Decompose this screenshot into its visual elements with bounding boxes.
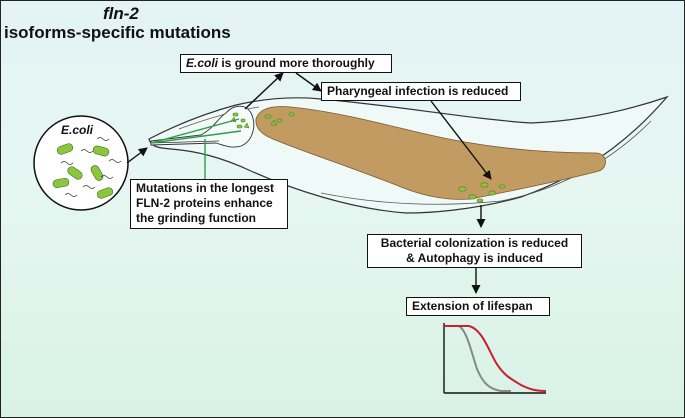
ecoli-label: E.coli [61, 123, 94, 137]
survival-curve-mutant [444, 325, 547, 392]
ground-box-italic: E.coli [186, 56, 219, 70]
ground-box-text: is ground more thoroughly [218, 56, 375, 70]
gene-title: fln-2 [103, 4, 139, 23]
intestine [255, 106, 606, 200]
pharyngeal-box: Pharyngeal infection is reduced [321, 82, 521, 101]
mutations-box: Mutations in the longest FLN-2 proteins … [130, 179, 288, 229]
survival-curve-control [444, 325, 511, 392]
pharynx [150, 105, 255, 148]
ground-box: E.coli is ground more thoroughly [180, 54, 392, 73]
mutation-pointer [150, 118, 242, 181]
mutations-line2: FLN-2 proteins enhance [136, 196, 273, 210]
colonization-line2: & Autophagy is induced [406, 251, 543, 265]
colonization-line1: Bacterial colonization is reduced [380, 236, 569, 250]
diagram-subtitle: isoforms-specific mutations [4, 23, 231, 42]
ecoli-bacteria [52, 143, 114, 199]
mutations-line3: the grinding function [136, 211, 256, 225]
mutations-line1: Mutations in the longest [136, 181, 274, 195]
survival-plot [443, 323, 547, 394]
lifespan-box: Extension of lifespan [406, 297, 550, 316]
intestine-bacteria [264, 112, 506, 203]
flow-arrows [126, 72, 492, 294]
colonization-box: Bacterial colonization is reduced & Auto… [367, 234, 582, 268]
